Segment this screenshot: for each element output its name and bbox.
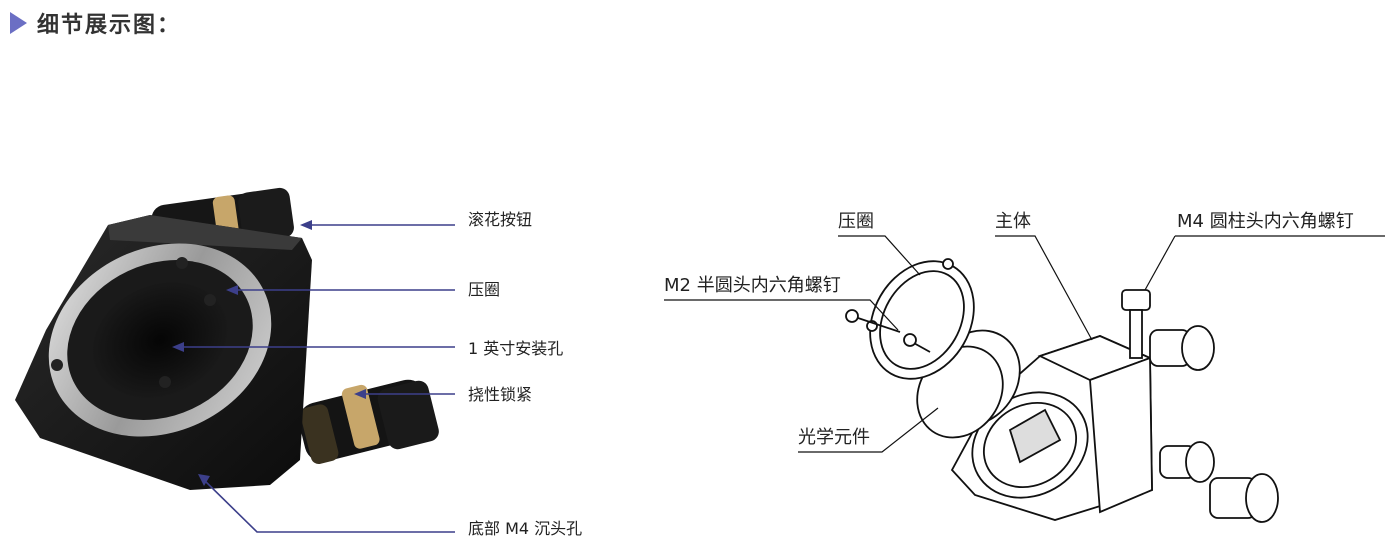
photo-leader-lines [178,224,455,533]
diagram-label-m2-screw: M2 半圆头内六角螺钉 [664,275,841,296]
photo-arrowheads [172,220,366,486]
label-retaining-ring: 压圈 [468,280,501,299]
triangle-bullet-icon [10,12,27,34]
diagram-label-main-body: 主体 [995,211,1031,232]
label-mount-hole: 1 英寸安装孔 [468,339,564,358]
diagram-label-optic: 光学元件 [798,427,870,448]
diagram-leader-lines [664,235,1385,453]
diagram-label-retaining-ring: 压圈 [838,211,874,232]
exploded-drawing [845,258,1279,523]
label-bottom-hole: 底部 M4 沉头孔 [468,519,583,538]
label-flex-lock: 挠性锁紧 [468,385,533,404]
section-title: 细节展示图： [37,13,182,38]
label-knurled-knob: 滚花按钮 [468,210,533,229]
diagram-label-m4-screw: M4 圆柱头内六角螺钉 [1177,211,1354,232]
bottom-knob [298,379,439,465]
section-header: 细节展示图： [10,6,181,40]
